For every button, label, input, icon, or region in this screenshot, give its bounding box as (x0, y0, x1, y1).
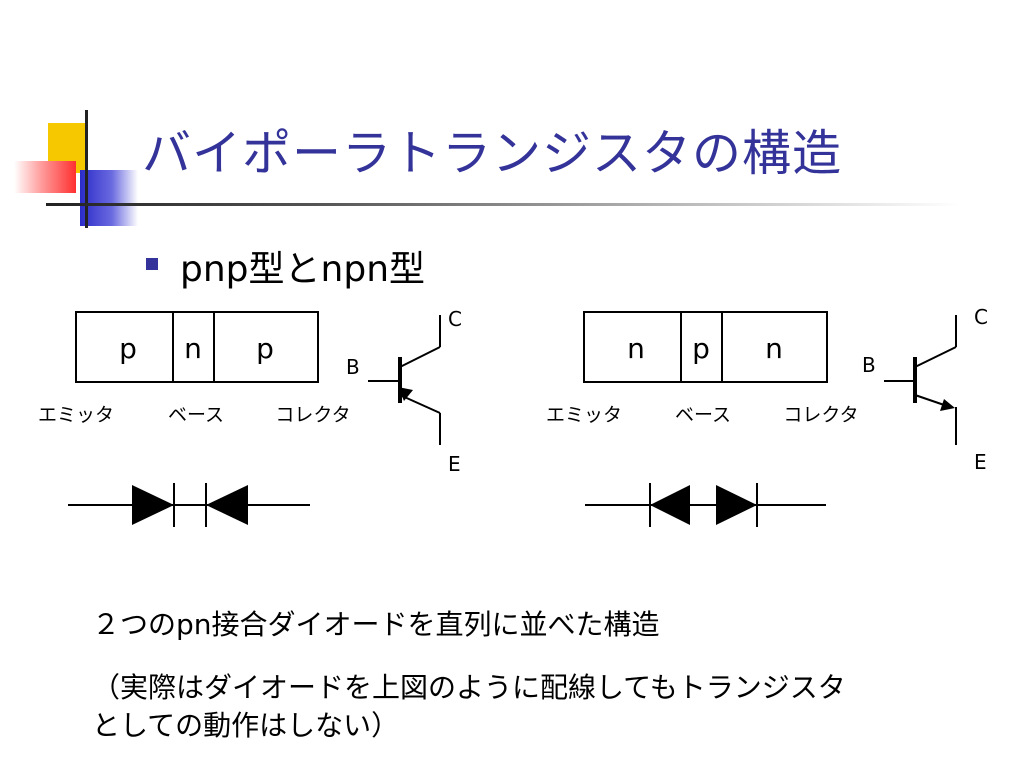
pnp-layer-emitter: p (119, 332, 137, 365)
npn-layer-base: p (692, 332, 710, 365)
logo-blue-block (80, 170, 138, 226)
pnp-layer-block (75, 311, 319, 383)
npn-diode-triangle-left-icon (650, 485, 690, 525)
body-text-line-3: としての動作はしない） (92, 709, 400, 742)
bullet-marker (146, 258, 158, 270)
pnp-label-base: ベース (168, 404, 224, 426)
npn-transistor-symbol (884, 315, 957, 445)
npn-layer-emitter: n (627, 332, 645, 365)
pnp-terminal-b: B (346, 355, 360, 379)
pnp-emitter-arrow-icon (398, 387, 413, 401)
npn-layer-block (583, 311, 828, 383)
npn-diode-equivalent (585, 483, 826, 527)
pnp-terminal-c: C (448, 307, 462, 331)
pnp-label-emitter: エミッタ (38, 404, 114, 426)
body-text-line-1: ２つのpn接合ダイオードを直列に並べた構造 (92, 608, 660, 641)
transistor-structure-figure: p n p n p n エミッタ ベース コレクタ エミッタ ベース コレクタ … (38, 305, 988, 527)
npn-diode-triangle-right-icon (716, 485, 757, 525)
pnp-layer-base: n (184, 332, 202, 365)
pnp-diode-triangle-right-icon (132, 485, 174, 525)
npn-terminal-c: C (974, 305, 988, 329)
pnp-terminal-e: E (448, 452, 461, 476)
npn-terminal-e: E (974, 450, 987, 474)
pnp-diode-triangle-left-icon (206, 485, 248, 525)
logo-red-block (14, 161, 76, 193)
body-text-line-2: （実際はダイオードを上図のように配線してもトランジスタ (92, 671, 846, 704)
npn-label-emitter: エミッタ (546, 404, 622, 426)
npn-layer-collector: n (765, 332, 783, 365)
npn-label-base: ベース (675, 404, 731, 426)
pnp-diode-equivalent (68, 483, 310, 527)
npn-terminal-b: B (862, 353, 876, 377)
pnp-transistor-symbol (368, 315, 441, 445)
slide-title: バイポーラトランジスタの構造 (142, 125, 843, 182)
npn-emitter-arrow-icon (940, 399, 955, 411)
logo-vertical-line (85, 110, 88, 228)
pnp-label-collector: コレクタ (275, 404, 350, 426)
title-underline (46, 203, 960, 206)
npn-label-collector: コレクタ (783, 404, 858, 426)
pnp-layer-collector: p (256, 332, 274, 365)
bullet-text: pnp型とnpn型 (180, 249, 426, 290)
